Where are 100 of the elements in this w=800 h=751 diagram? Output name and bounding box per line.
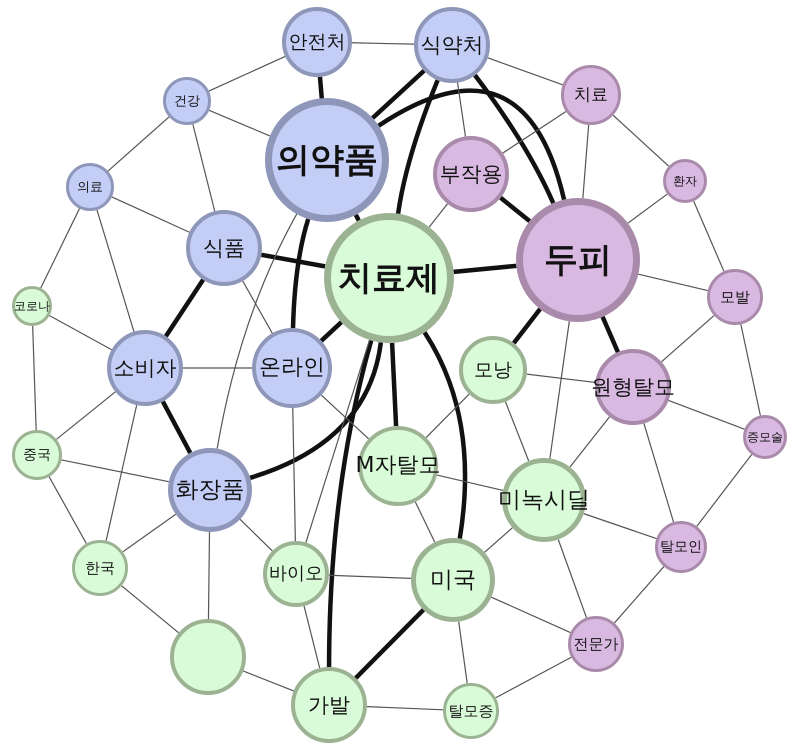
node-label: 바이오 [269, 565, 323, 583]
edge-line [290, 218, 310, 328]
edge-line [570, 416, 610, 468]
edge-line [414, 502, 436, 542]
edge-line [352, 42, 414, 45]
edge-line [499, 196, 532, 223]
edge-line [614, 566, 664, 624]
edge-line [328, 574, 412, 579]
edge-line [661, 315, 714, 362]
node-label: 소비자 [114, 358, 176, 378]
node-label: 중국 [23, 448, 51, 462]
edge-line [582, 124, 590, 198]
edge-line [183, 367, 252, 369]
node-circle [743, 415, 787, 459]
edge-line [495, 656, 572, 698]
edge-line [436, 474, 504, 492]
node-circle [561, 65, 621, 125]
edge-line [320, 320, 343, 342]
edge-line [458, 622, 468, 684]
edge-line [122, 514, 176, 552]
node-label: 부작용 [440, 164, 502, 184]
node-label: 안전처 [288, 32, 346, 52]
node-label: 증모술 [747, 431, 783, 443]
node-circle [263, 541, 329, 607]
edge-line [260, 252, 326, 269]
edge-line [61, 459, 169, 482]
edge-line [208, 532, 210, 620]
node-label: 모발 [720, 290, 750, 304]
edge-line [106, 404, 138, 541]
edge-line [96, 210, 135, 332]
node-label: 미국 [430, 568, 476, 592]
node-label: 모낭 [474, 360, 512, 380]
edge-line [49, 315, 112, 350]
node-label: 탈모인 [660, 540, 702, 554]
edge-line [40, 208, 80, 288]
edge-line [512, 308, 542, 344]
node-label: 원형탈모 [591, 376, 675, 398]
edge-line [243, 670, 294, 692]
edge-line [454, 264, 516, 274]
edge-line [484, 527, 513, 553]
edge-line [558, 539, 588, 618]
edge-line [638, 274, 708, 292]
node-circle [568, 616, 624, 672]
node-label: 탈모증 [448, 704, 494, 718]
edge-line [473, 74, 556, 204]
edge-line [488, 57, 563, 86]
edge-line [160, 400, 192, 454]
edge-line [668, 400, 745, 430]
edge-line [108, 116, 170, 172]
node-label: 의약품 [276, 143, 378, 177]
edge-line [240, 518, 273, 552]
edge-line [549, 321, 570, 458]
edge-line [422, 331, 468, 539]
node-circle [707, 269, 763, 325]
edge-line [491, 596, 571, 634]
edge-line [216, 214, 298, 449]
edge-line [371, 69, 426, 120]
edge-line [396, 79, 440, 214]
edge-line [612, 114, 670, 167]
node-label: 코로나 [14, 300, 50, 312]
edge-line [208, 56, 286, 92]
node-circle [163, 77, 211, 125]
node-label: 가발 [308, 694, 350, 716]
edge-line [628, 194, 668, 224]
edge-line [600, 316, 620, 354]
edge-line [740, 324, 761, 416]
edge-line [426, 394, 470, 438]
edge-line [305, 340, 370, 543]
node-circle [12, 286, 52, 326]
node-label: 미녹시딜 [498, 488, 590, 512]
node-label: 전문가 [574, 636, 618, 652]
node-circle [107, 330, 183, 406]
edge-line [428, 203, 448, 228]
edge-line [366, 706, 444, 710]
edge-line [303, 606, 320, 668]
edge-line [390, 342, 398, 426]
edge-line [320, 394, 370, 440]
edge-line [643, 423, 674, 522]
node-label: 의료 [77, 180, 103, 194]
node-label: 건강 [174, 94, 200, 108]
edge-line [504, 401, 530, 462]
edge-line [192, 124, 216, 212]
edge-line [326, 340, 374, 668]
node-label: 치료 [574, 86, 608, 104]
edge-line [112, 196, 190, 233]
edge-line [292, 408, 296, 542]
edge-line [164, 278, 205, 338]
edge-line [56, 391, 116, 440]
edge-line [318, 76, 324, 98]
edge-line [354, 214, 361, 222]
node-circle [12, 430, 62, 480]
node-circle [655, 521, 707, 573]
node-label: M자탈모 [356, 455, 440, 477]
edge-line [48, 476, 87, 544]
node-label: 두피 [544, 243, 612, 277]
node-label: 환자 [673, 175, 697, 187]
edge-line [584, 513, 657, 540]
edge-line [693, 200, 724, 272]
node-circle [66, 163, 114, 211]
edge-line [32, 326, 37, 430]
